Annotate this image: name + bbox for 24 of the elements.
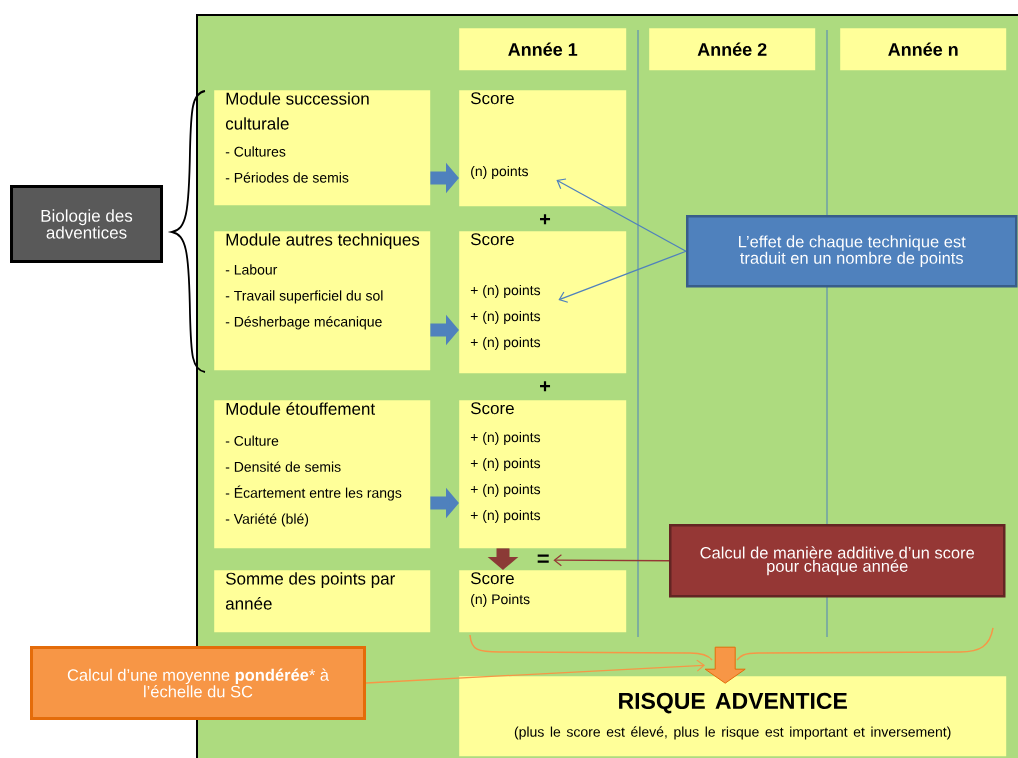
score-box: Score (n) Points [459,570,627,633]
score-box: Score (n) points [459,90,627,207]
score-box: Score + (n) points + (n) points + (n) points [459,231,627,374]
arrow [558,250,687,303]
score-box: Score + (n) points + (n) points + (n) points + (n) points [459,400,627,549]
equals-sign: = [537,554,549,563]
arrow [556,178,687,252]
arrow [553,554,670,567]
callout-box: Calcul de manière additive d’un score pour chaque année [669,524,1006,598]
callout-box: Calcul d’une moyenne pondérée* à l’échelle du SC [30,646,366,720]
plus-sign: + [540,214,551,225]
module-box: Somme des points par année [214,570,431,633]
module-box: Module succession culturale - Cultures - Périodes de semis [214,90,431,206]
arrow [365,659,705,684]
column-header: Année n [840,28,1007,71]
block-arrow [704,646,746,684]
column-header: Année 2 [649,28,816,71]
callout-box: L’effet de chaque technique est traduit en un nombre de points [686,215,1018,288]
module-box: Module étouffement - Culture - Densité de semis - Écartement entre les rangs - Variété (blé) [214,400,431,549]
module-box: Module autres techniques - Labour - Travail superficiel du sol - Désherbage mécanique [214,231,431,371]
result-box: RISQUE ADVENTICE (plus le score est élevé, plus le risque est important et inversement) [459,676,1007,757]
side-box: Biologie des adventices [10,185,163,263]
plus-sign: + [540,381,551,392]
column-header: Année 1 [459,28,627,71]
